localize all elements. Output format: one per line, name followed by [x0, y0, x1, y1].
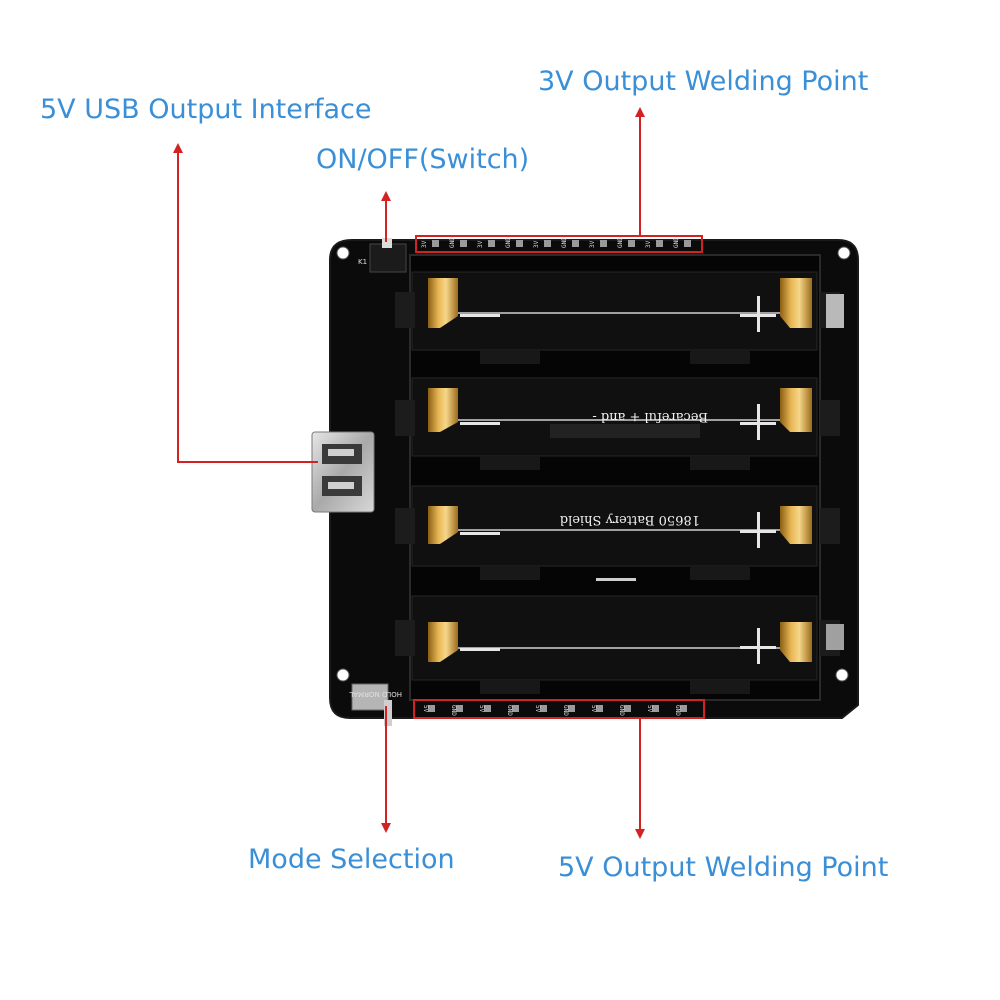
solder-pad: [652, 705, 659, 712]
battery-slot-3: 18650 Battery Shield: [395, 485, 840, 581]
mounting-hole: [336, 668, 350, 682]
solder-pad: [432, 240, 439, 247]
usb-output-label: 5V USB Output Interface: [40, 94, 372, 125]
solder-pad: [572, 240, 579, 247]
battery-slot-2: Becareful + and -: [395, 377, 840, 470]
pin-label: GND: [673, 237, 680, 248]
mounting-hole: [837, 246, 851, 260]
solder-pad: [428, 705, 435, 712]
solder-pad: [456, 705, 463, 712]
5v-output-label: 5V Output Welding Point: [558, 852, 889, 883]
board-text-becareful: Becareful + and -: [592, 409, 708, 424]
solder-pad: [600, 240, 607, 247]
pin-label: 5V: [478, 705, 485, 713]
mounting-hole: [336, 246, 350, 260]
pin-label: GND: [562, 705, 569, 716]
pin-label: 5V: [422, 705, 429, 713]
solder-pad: [680, 705, 687, 712]
pin-label: GND: [618, 705, 625, 716]
bottom-pin-header: 5V GND 5V GND 5V GND 5V GND 5V GND: [413, 699, 705, 719]
on-off-switch: K1: [358, 238, 407, 273]
mode-text: HOLD NORMAL: [349, 690, 402, 698]
solder-pad: [544, 240, 551, 247]
solder-pad: [488, 240, 495, 247]
pin-label: 3V: [645, 240, 652, 248]
pin-label: GND: [450, 705, 457, 716]
solder-pad: [684, 240, 691, 247]
pin-label: GND: [674, 705, 681, 716]
pin-label: GND: [617, 237, 624, 248]
pin-label: 5V: [646, 705, 653, 713]
pin-label: 3V: [533, 240, 540, 248]
pin-label: 3V: [477, 240, 484, 248]
solder-pad: [656, 240, 663, 247]
pin-label: GND: [506, 705, 513, 716]
pin-label: 5V: [590, 705, 597, 713]
pin-label: GND: [561, 237, 568, 248]
pin-label: GND: [505, 237, 512, 248]
mode-selection-label: Mode Selection: [248, 844, 455, 875]
usb-arrow: [173, 143, 318, 463]
solder-pad: [460, 240, 467, 247]
solder-pad: [516, 240, 523, 247]
battery-slot-4: [395, 595, 840, 694]
solder-pad: [624, 705, 631, 712]
mode-switch: HOLD NORMAL: [349, 683, 402, 726]
usb-port: [311, 431, 375, 513]
top-pin-header: 3V GND 3V GND 3V GND 3V GND 3V GND: [415, 235, 703, 253]
annotation-arrows: [173, 107, 645, 839]
battery-slot-1: [395, 271, 840, 364]
board-text-shield: 18650 Battery Shield: [560, 512, 700, 527]
solder-pad: [540, 705, 547, 712]
switch-mark: K1: [358, 258, 367, 266]
solder-pad: [568, 705, 575, 712]
solder-pad: [628, 240, 635, 247]
pin-label: 3V: [421, 240, 428, 248]
pin-label: 5V: [534, 705, 541, 713]
3v-output-label: 3V Output Welding Point: [538, 66, 869, 97]
on-off-label: ON/OFF(Switch): [316, 144, 530, 175]
solder-pad: [596, 705, 603, 712]
pin-label: GND: [449, 237, 456, 248]
solder-pad: [484, 705, 491, 712]
solder-pad: [512, 705, 519, 712]
pin-label: 3V: [589, 240, 596, 248]
mounting-hole: [835, 668, 849, 682]
